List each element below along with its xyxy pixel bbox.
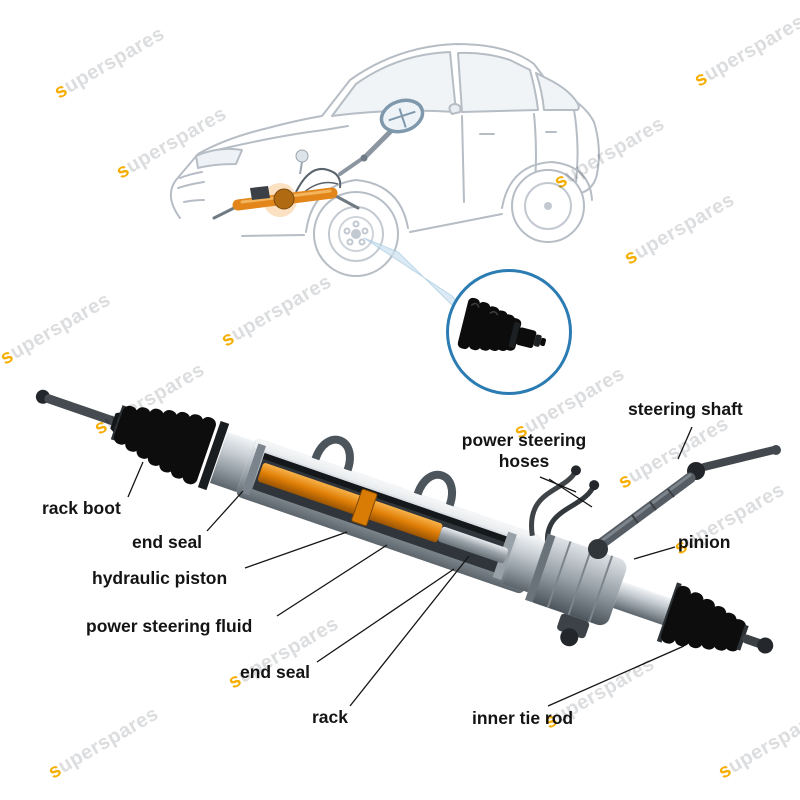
power-steering-fluid-area: [257, 463, 443, 543]
label-power-steering-hoses: power steering hoses: [461, 430, 587, 471]
car-mirror: [448, 103, 462, 115]
label-end-seal-bottom: end seal: [240, 662, 311, 682]
car-line-art: [169, 43, 600, 277]
label-end-seal-top: end seal: [132, 532, 203, 552]
hydraulic-piston-part: [351, 488, 378, 527]
rack-boot-closeup: [457, 297, 547, 351]
label-steering-shaft: steering shaft: [628, 399, 743, 419]
label-pinion: pinion: [678, 532, 731, 552]
car-windshield: [331, 51, 457, 117]
rack-boot-inset-circle: [446, 269, 572, 395]
car-rear-wheel: [511, 169, 585, 243]
inner-tie-rod-part: [742, 634, 774, 654]
steering-shaft-part: [588, 445, 781, 559]
housing-collar-right: [503, 532, 546, 593]
car-rear-wheel-arch: [501, 161, 593, 209]
car-body-outline: [169, 43, 600, 219]
car-front-wheel-arch: [305, 179, 409, 233]
label-inner-tie-rod: inner tie rod: [472, 708, 574, 728]
rack-boot-left: [110, 405, 230, 491]
car-side-window-rear: [535, 72, 580, 111]
rack-boot-right: [656, 582, 749, 652]
label-rack-boot: rack boot: [42, 498, 121, 518]
pinion-valve-body: [525, 533, 627, 647]
housing-collar-left: [209, 431, 255, 492]
rack-bar: [438, 526, 508, 564]
car-steering-wheel: [379, 98, 425, 134]
mounting-bracket-1: [311, 435, 354, 472]
car-illustration: [150, 6, 610, 296]
car-headlight: [195, 147, 243, 169]
end-seal-left: [241, 443, 266, 496]
mounting-bracket-2: [413, 470, 456, 507]
label-hydraulic-piston: hydraulic piston: [92, 568, 228, 588]
car-side-window-front: [457, 51, 539, 113]
label-rack: rack: [312, 707, 349, 727]
label-power-steering-fluid: power steering fluid: [86, 616, 253, 636]
car-steering-system-highlight: [212, 98, 425, 220]
